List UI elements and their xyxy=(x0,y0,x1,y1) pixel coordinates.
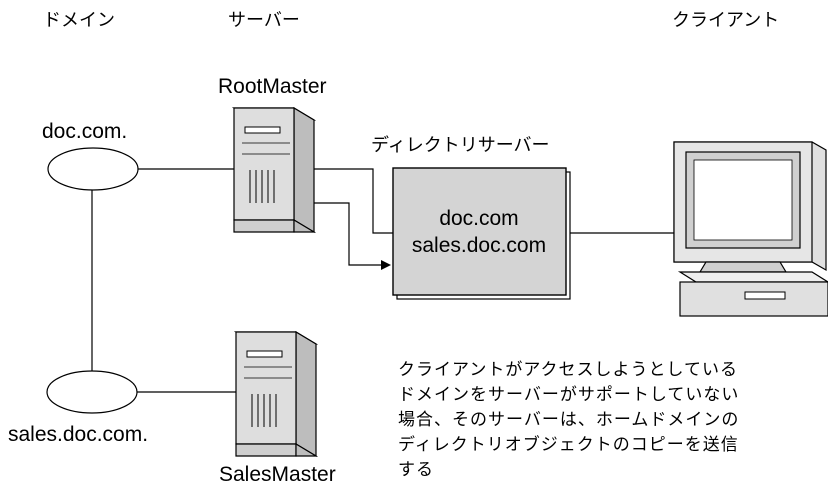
directory-server-box xyxy=(392,167,567,296)
directory-entry-1: doc.com xyxy=(439,207,518,230)
rootmaster-label: RootMaster xyxy=(218,75,327,98)
note-line-5: する xyxy=(398,460,434,480)
salesmaster-server-icon xyxy=(233,330,319,458)
note-line-3: 場合、そのサーバーは、ホームドメインの xyxy=(398,410,739,430)
rootmaster-to-directory-line xyxy=(314,168,393,234)
note-line-4: ディレクトリオブジェクトのコピーを送信 xyxy=(398,434,739,455)
header-client: クライアント xyxy=(672,10,779,31)
domain-bottom-node xyxy=(46,370,138,414)
directory-entry-2: sales.doc.com xyxy=(412,234,546,257)
header-server: サーバー xyxy=(228,10,300,31)
directory-server-title: ディレクトリサーバー xyxy=(371,135,550,156)
domain-top-label: doc.com. xyxy=(42,120,127,143)
client-computer-icon xyxy=(673,141,828,317)
rootmaster-to-directory-arrow xyxy=(314,202,391,270)
note-block: クライアントがアクセスしようとしている ドメインをサーバーがサポートしていない … xyxy=(398,360,739,480)
note-line-1: クライアントがアクセスしようとしている xyxy=(398,360,738,380)
domain-bottom-label: sales.doc.com. xyxy=(8,423,148,446)
salesmaster-label: SalesMaster xyxy=(219,463,336,486)
note-line-2: ドメインをサーバーがサポートしていない xyxy=(398,385,739,405)
header-domain: ドメイン xyxy=(43,10,115,31)
domain-top-node xyxy=(47,147,139,191)
rootmaster-server-icon xyxy=(231,106,317,234)
